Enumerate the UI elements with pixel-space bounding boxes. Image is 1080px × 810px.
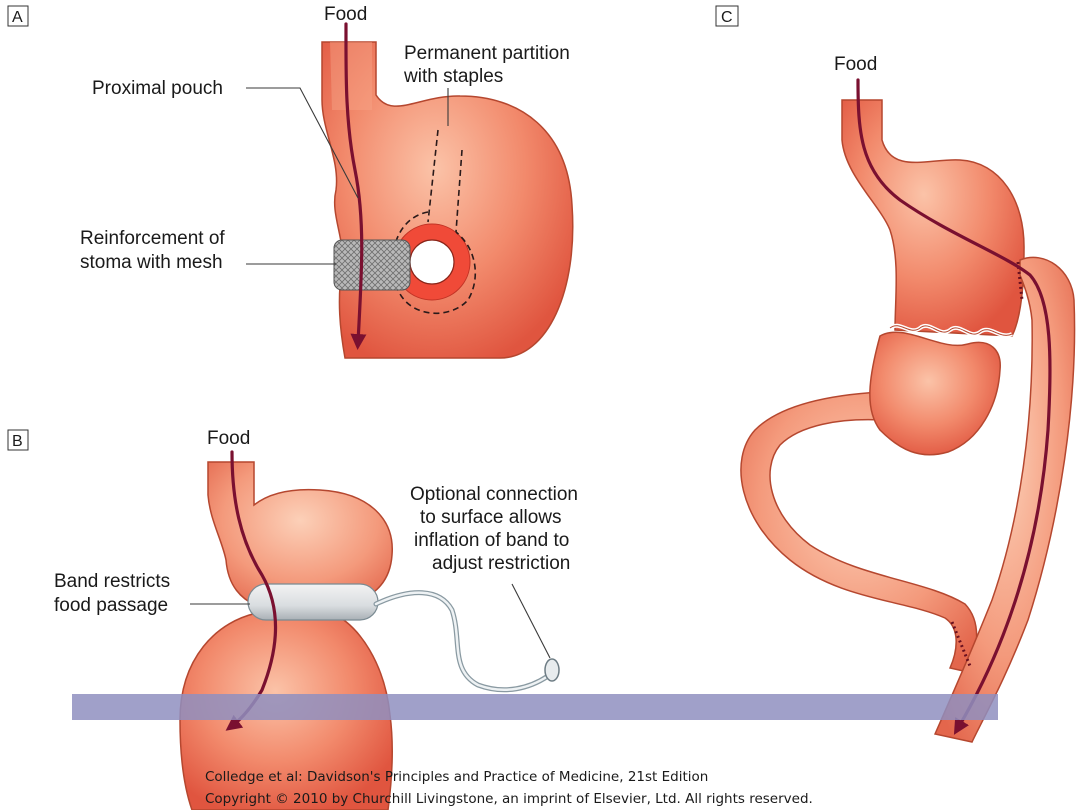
panel-b-port (544, 658, 560, 682)
panel-a-food-path (344, 22, 367, 350)
panel-a-esophagus-shade (330, 42, 372, 110)
panel-c-letter-box (715, 5, 739, 27)
panel-c-upper-pouch (841, 99, 1025, 337)
panel-a: A Food Permanent partition with staples … (7, 4, 574, 359)
panel-a-proximal-leader (246, 87, 359, 199)
panel-a-mesh-line2: stoma with mesh (80, 252, 223, 273)
panel-b-optional-line1: Optional connection (410, 484, 578, 505)
panel-a-mesh (333, 239, 411, 291)
panel-a-partition-line2: with staples (403, 66, 503, 87)
panel-c-roux-limb (933, 256, 1076, 743)
panel-c-lower-stomach (869, 331, 1001, 456)
panel-c-food-label: Food (834, 54, 877, 75)
panel-b-inflation-tube (373, 590, 551, 693)
credit-line-2: Copyright © 2010 by Churchill Livingston… (205, 791, 813, 807)
panel-a-proximal-pouch-label: Proximal pouch (92, 78, 223, 99)
panel-b-optional-line4: adjust restriction (432, 553, 570, 574)
panel-b-optional-line2: to surface allows (420, 507, 562, 528)
panel-c-cut-outline (889, 325, 1013, 336)
panel-a-mesh-line1: Reinforcement of (80, 228, 225, 249)
credit-line-1: Colledge et al: Davidson's Principles an… (205, 769, 708, 785)
panel-a-stoma-hole (409, 239, 455, 285)
panel-a-stoma-dashed-outline (391, 211, 477, 314)
panel-a-letter-box (7, 5, 29, 27)
panel-b: B Food Optional connection to surface al… (7, 428, 578, 810)
panel-c-intestinal-loop (740, 391, 978, 673)
panel-c-letter: C (721, 9, 733, 26)
panel-b-band-line2: food passage (54, 595, 168, 616)
panel-b-band-line1: Band restricts (54, 571, 170, 592)
panel-a-letter: A (12, 9, 23, 26)
highlight-band (72, 694, 998, 720)
panel-a-staple-line-1 (427, 129, 439, 223)
panel-b-letter: B (12, 433, 23, 450)
panel-a-staple-line-2 (455, 149, 463, 233)
panel-c: C Food (715, 5, 1076, 743)
panel-b-food-label: Food (207, 428, 250, 449)
panel-b-optional-line3: inflation of band to (414, 530, 569, 551)
panel-b-upper-pouch (207, 461, 393, 609)
panel-b-inflation-tube-inner (374, 591, 550, 692)
panel-b-optional-leader (511, 583, 551, 659)
panel-a-partition-line1: Permanent partition (404, 43, 570, 64)
panel-a-food-label: Food (324, 4, 367, 25)
panel-b-letter-box (7, 429, 29, 451)
panel-c-food-path (856, 78, 1052, 735)
